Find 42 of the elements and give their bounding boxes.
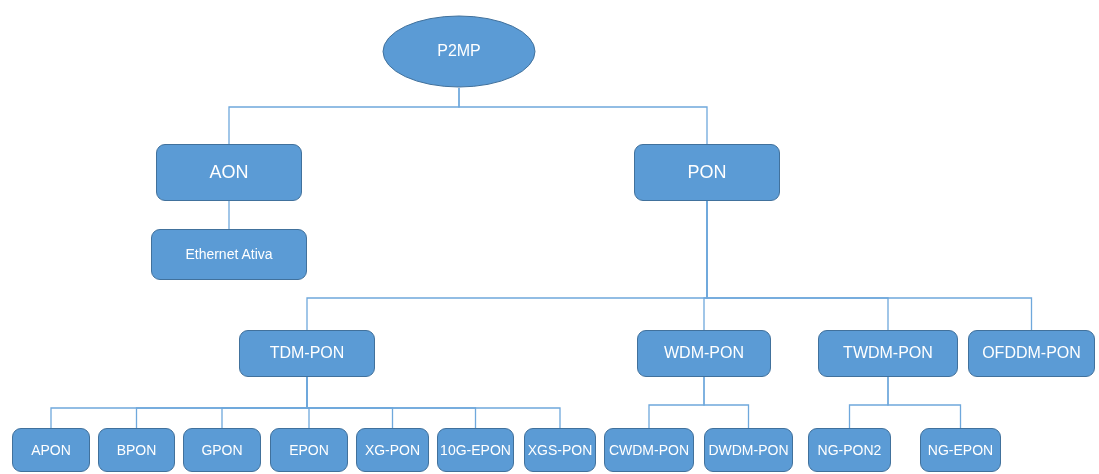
- leaf-box: [704, 428, 793, 472]
- leaf-box: [524, 428, 596, 472]
- category-box: [156, 144, 302, 201]
- leaf-box: [270, 428, 348, 472]
- node-label: NG-PON2: [817, 441, 882, 459]
- connector-line: [228, 200, 230, 230]
- node-label: XG-PON: [364, 441, 421, 459]
- node-label: TDM-PON: [269, 344, 345, 363]
- node-label: EPON: [289, 441, 329, 459]
- connector-line: [887, 376, 962, 429]
- node-label: PON: [687, 162, 727, 183]
- node-label: P2MP: [437, 42, 481, 61]
- node-label: BPON: [116, 441, 157, 459]
- node-label: TWDM-PON: [843, 344, 933, 363]
- connector-line: [703, 376, 750, 429]
- node-label: Ethernet Ativa: [185, 246, 273, 263]
- leaf-box: [920, 428, 1001, 472]
- node-label: 10G-EPON: [440, 441, 511, 459]
- leaf-box: [356, 428, 429, 472]
- node-label: NG-EPON: [927, 441, 994, 459]
- node-label: GPON: [201, 441, 243, 459]
- connector-line: [458, 87, 708, 145]
- connector-line: [306, 376, 561, 429]
- node-label: DWDM-PON: [708, 441, 789, 459]
- leaf-box: [183, 428, 261, 472]
- node-label: XGS-PON: [527, 441, 593, 459]
- leaf-box: [808, 428, 891, 472]
- leaf-box: [12, 428, 90, 472]
- node-label: CWDM-PON: [608, 441, 690, 459]
- leaf-box: [98, 428, 175, 472]
- category-box: [818, 330, 958, 377]
- node-label: AON: [209, 162, 249, 183]
- category-box: [239, 330, 375, 377]
- node-label: WDM-PON: [664, 344, 744, 363]
- leaf-box: [151, 229, 307, 280]
- category-box: [637, 330, 771, 377]
- leaf-box: [437, 428, 514, 472]
- category-box: [968, 330, 1095, 377]
- category-box: [634, 144, 780, 201]
- leaf-box: [604, 428, 694, 472]
- node-label: OFDDM-PON: [982, 344, 1081, 363]
- node-label: APON: [31, 441, 71, 459]
